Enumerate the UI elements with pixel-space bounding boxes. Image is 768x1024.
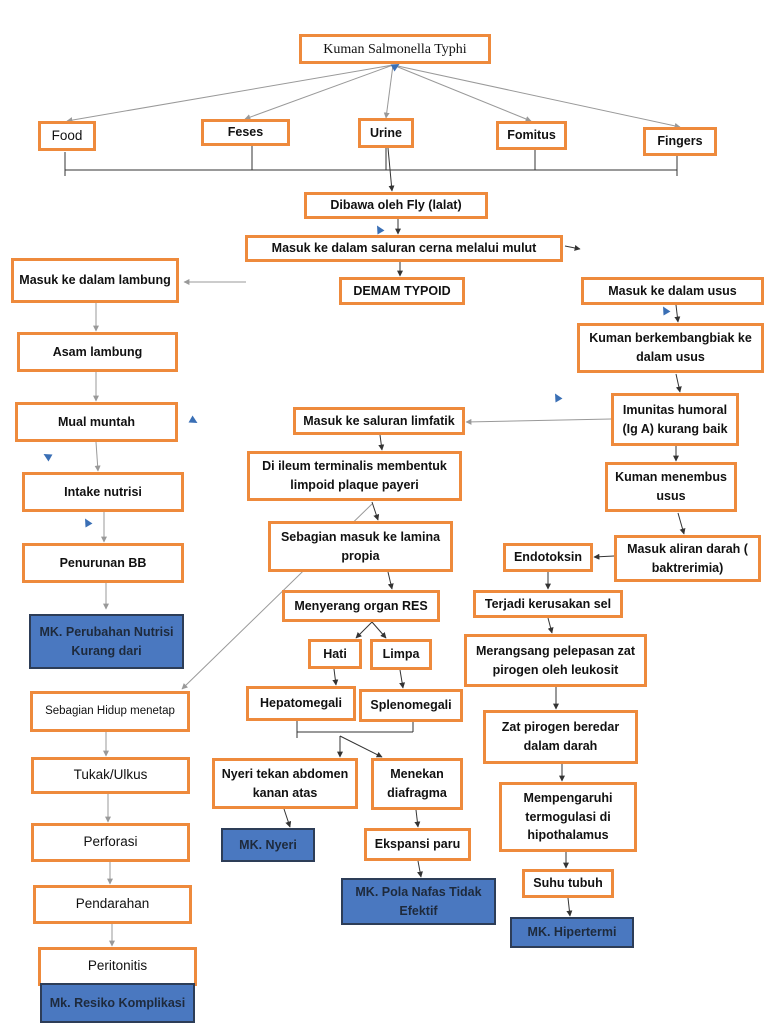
marker-intake xyxy=(43,454,53,462)
node-mempengaruhi: Mempengaruhi termogulasi di hipothalamus xyxy=(499,782,637,852)
node-fingers: Fingers xyxy=(643,127,717,156)
node-kerusakan-sel: Terjadi kerusakan sel xyxy=(473,590,623,618)
node-intake-nutrisi: Intake nutrisi xyxy=(22,472,184,512)
node-aliran-darah: Masuk aliran darah ( baktrerimia) xyxy=(614,535,761,582)
marker-cerna xyxy=(377,225,385,235)
node-dibawa: Dibawa oleh Fly (lalat) xyxy=(304,192,488,219)
node-imunitas: Imunitas humoral (Ig A) kurang baik xyxy=(611,393,739,446)
edge-ileum-lamina xyxy=(371,501,380,521)
node-penurunan-bb: Penurunan BB xyxy=(22,543,184,583)
edge-limfatik-ileum xyxy=(378,434,385,451)
node-ileum: Di ileum terminalis membentuk limpoid pl… xyxy=(247,451,462,501)
node-nyeri-tekan: Nyeri tekan abdomen kanan atas xyxy=(212,758,358,809)
node-mk-hipertermi: MK. Hipertermi xyxy=(510,917,634,948)
node-menembus-usus: Kuman menembus usus xyxy=(605,462,737,512)
edge-res-limpa xyxy=(371,621,387,639)
node-food: Food xyxy=(38,121,96,151)
node-feses: Feses xyxy=(201,119,290,146)
node-limpa: Limpa xyxy=(370,639,432,670)
edge-hati-hepato xyxy=(332,668,339,686)
node-mk-resiko: Mk. Resiko Komplikasi xyxy=(40,983,195,1023)
edge-diafragma-ekspansi xyxy=(414,809,421,828)
node-demam-typoid: DEMAM TYPOID xyxy=(339,277,465,305)
node-zat-pirogen: Zat pirogen beredar dalam darah xyxy=(483,710,638,764)
edge-bracket-dibawa xyxy=(387,147,395,192)
node-mk-nutrisi: MK. Perubahan Nutrisi Kurang dari xyxy=(29,614,184,669)
node-asam-lambung: Asam lambung xyxy=(17,332,178,372)
edge-imunitas-limfatik xyxy=(465,418,612,425)
node-perforasi: Perforasi xyxy=(31,823,190,862)
node-fomitus: Fomitus xyxy=(496,121,567,150)
node-tukak-ulkus: Tukak/Ulkus xyxy=(31,757,190,794)
edge-kuman-urine xyxy=(383,64,394,119)
node-merangsang: Merangsang pelepasan zat pirogen oleh le… xyxy=(464,634,647,687)
edge-nyeri-mk xyxy=(283,808,292,828)
node-pendarahan: Pendarahan xyxy=(33,885,192,924)
edge-lamina-res xyxy=(387,571,394,590)
node-mk-nyeri: MK. Nyeri xyxy=(221,828,315,862)
marker-mual xyxy=(188,415,198,423)
edge-cerna-right xyxy=(564,244,581,251)
edge-kuman-fomitus xyxy=(392,64,532,122)
edge-usus-berkembang xyxy=(674,304,681,323)
node-menekan-diafragma: Menekan diafragma xyxy=(371,758,463,810)
node-suhu-tubuh: Suhu tubuh xyxy=(522,869,614,898)
node-endotoksin: Endotoksin xyxy=(503,543,593,572)
marker-bb xyxy=(85,518,93,528)
node-mual-muntah: Mual muntah xyxy=(15,402,178,442)
node-hepatomegali: Hepatomegali xyxy=(246,686,356,721)
node-menyerang-res: Menyerang organ RES xyxy=(282,590,440,622)
node-sebagian-hidup: Sebagian Hidup menetap xyxy=(30,691,190,732)
node-hati: Hati xyxy=(308,639,362,669)
node-masuk-lambung: Masuk ke dalam lambung xyxy=(11,258,179,303)
edge-menembus-aliran xyxy=(677,512,686,535)
node-berkembangbiak: Kuman berkembangbiak ke dalam usus xyxy=(577,323,764,373)
edge-mual-intake xyxy=(94,441,101,472)
edge-berkembang-imunitas xyxy=(675,373,682,393)
node-urine: Urine xyxy=(358,118,414,148)
edge-limpa-spleno xyxy=(399,669,406,689)
edge-organs-diafragma xyxy=(339,735,383,758)
node-lamina-propia: Sebagian masuk ke lamina propia xyxy=(268,521,453,572)
edge-aliran-endotoksin xyxy=(593,553,615,560)
node-masuk-limfatik: Masuk ke saluran limfatik xyxy=(293,407,465,435)
node-ekspansi-paru: Ekspansi paru xyxy=(364,828,471,861)
node-splenomegali: Splenomegali xyxy=(359,689,463,722)
edge-kuman-feses xyxy=(244,64,394,120)
edge-kuman-fingers xyxy=(392,64,681,129)
edge-ekspansi-mkpola xyxy=(417,860,423,878)
node-mk-pola-nafas: MK. Pola Nafas Tidak Efektif xyxy=(341,878,496,925)
node-masuk-saluran-cerna: Masuk ke dalam saluran cerna melalui mul… xyxy=(245,235,563,262)
edge-res-hati xyxy=(355,621,373,639)
node-kuman: Kuman Salmonella Typhi xyxy=(299,34,491,64)
marker-imunitas xyxy=(555,393,563,403)
edge-kuman-food xyxy=(66,64,394,124)
node-peritonitis: Peritonitis xyxy=(38,947,197,986)
node-masuk-usus: Masuk ke dalam usus xyxy=(581,277,764,305)
marker-usus xyxy=(663,306,671,316)
edge-kerusakan-merangsang xyxy=(547,617,554,634)
edge-suhu-hipertermi xyxy=(566,897,573,917)
